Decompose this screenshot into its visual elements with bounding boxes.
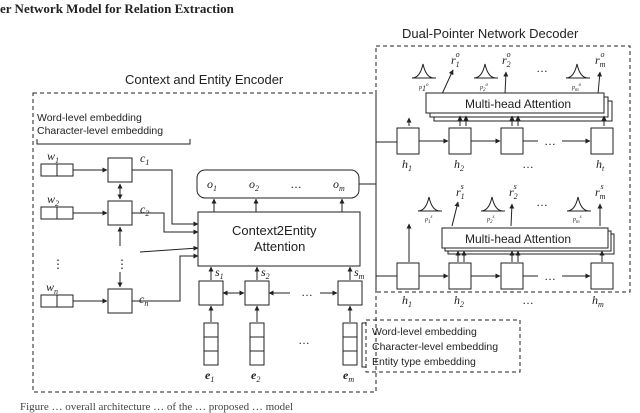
ellipsis: … [298, 333, 310, 347]
ellipsis: … [544, 134, 556, 148]
svg-text:o1: o1 [207, 177, 217, 193]
ellipsis: … [536, 61, 548, 75]
distribution-icon [411, 63, 436, 79]
distribution-icon [417, 196, 442, 212]
r2-object-label: r2o [502, 50, 511, 69]
embedding-bracket [36, 139, 191, 145]
ellipsis: … [536, 195, 548, 209]
entity-hidden-box [337, 280, 363, 306]
decoder-hidden-box [396, 262, 420, 290]
entity-note-line1: Word-level embedding [372, 326, 477, 338]
context2entity-label-line1: Context2Entity [232, 223, 317, 238]
word-embedding-column: w1 w2 ⋮ wn [40, 149, 74, 308]
entity-note-line3: Entity type embedding [372, 356, 476, 368]
context-hidden-box [107, 288, 133, 314]
decoder-hidden-box [396, 127, 420, 155]
ellipsis: … [301, 285, 313, 299]
svg-text:sm: sm [354, 265, 365, 281]
decoder-title: Dual-Pointer Network Decoder [402, 26, 579, 41]
ellipsis: … [522, 293, 534, 307]
embedding-note-line1: Word-level embedding [37, 112, 142, 124]
h2-label: h2 [454, 293, 464, 309]
distribution-icon [480, 196, 505, 212]
entity-hidden-box [198, 280, 224, 306]
ellipsis: … [522, 157, 534, 171]
ellipsis: … [544, 269, 556, 283]
svg-text:s2: s2 [261, 265, 270, 281]
svg-text:c2: c2 [140, 202, 149, 218]
svg-text:c1: c1 [140, 151, 149, 167]
svg-text:w2: w2 [47, 192, 59, 208]
decoder-hidden-box [590, 262, 614, 290]
entity-embedding-bracket [361, 322, 366, 368]
svg-text:cn: cn [139, 292, 148, 308]
r1-subject-label: r1s [456, 182, 465, 201]
vertical-ellipsis: ⋮ [116, 257, 128, 271]
r2-subject-label: r2s [509, 182, 518, 201]
h1-label: h1 [402, 157, 412, 173]
svg-text:e2: e2 [251, 368, 260, 384]
distribution-icon [473, 63, 498, 79]
embedding-note-line2: Character-level embedding [37, 125, 163, 137]
context2entity-attention-box [197, 211, 361, 267]
entity-embedding-stack [203, 322, 219, 366]
distribution-icon [565, 63, 590, 79]
h1-label: h1 [402, 293, 412, 309]
entity-note-line2: Character-level embedding [372, 341, 498, 353]
svg-text:om: om [333, 177, 345, 193]
paper-header-fragment: er Network Model for Relation Extraction [0, 1, 235, 16]
context2entity-label-line2: Attention [254, 239, 305, 254]
ht-label: ht [596, 157, 605, 173]
multi-head-attention-bottom [441, 227, 609, 249]
entity-hidden-box [244, 280, 270, 306]
vertical-ellipsis: ⋮ [52, 257, 64, 271]
decoder-hidden-box [500, 127, 524, 155]
decoder-hidden-box [448, 262, 472, 290]
rm-object-label: rmo [595, 50, 606, 69]
ellipsis: … [290, 177, 302, 191]
subject-pointer-group: p1s p2s pms r1s r2s … rms Multi-head Att… [376, 182, 615, 309]
svg-text:wn: wn [46, 280, 58, 296]
r1-object-label: r1o [451, 50, 460, 69]
prob-label: p1s [424, 215, 433, 225]
decoder-region [375, 45, 631, 293]
prob-label: pmo [571, 83, 582, 93]
prob-label: p2s [486, 215, 495, 225]
decoder-hidden-box [448, 127, 472, 155]
multi-head-attention-top [425, 92, 605, 114]
svg-text:em: em [343, 368, 354, 384]
object-pointer-group: p1o p2o pmo r1o r2o … rmo Multi-head Att… [376, 50, 614, 173]
mha-label-top: Multi-head Attention [465, 97, 571, 111]
svg-text:o2: o2 [249, 177, 259, 193]
context-lstm-column: ⋮ c1 c2 cn [73, 151, 199, 314]
prob-label: pms [572, 215, 582, 225]
svg-text:s1: s1 [215, 265, 224, 281]
entity-note-region [365, 319, 521, 373]
entity-embedding-stack [342, 322, 358, 366]
h2-label: h2 [454, 157, 464, 173]
svg-text:w1: w1 [47, 149, 59, 165]
context-hidden-box [107, 200, 133, 226]
decoder-hidden-box [590, 127, 614, 155]
encoder-title: Context and Entity Encoder [125, 72, 284, 87]
hm-label: hm [592, 293, 604, 309]
prob-label: p1o [418, 83, 429, 93]
encoder-region [32, 92, 377, 393]
figure-caption-fragment: Figure … overall architecture … of the …… [20, 401, 293, 413]
entity-embedding-stack [249, 322, 265, 366]
svg-text:e1: e1 [205, 368, 214, 384]
decoder-hidden-box [500, 262, 524, 290]
prob-label: p2o [479, 83, 489, 93]
distribution-icon [566, 196, 591, 212]
mha-label-bottom: Multi-head Attention [465, 232, 571, 246]
context-hidden-box [107, 157, 133, 183]
rm-subject-label: rms [595, 182, 606, 201]
